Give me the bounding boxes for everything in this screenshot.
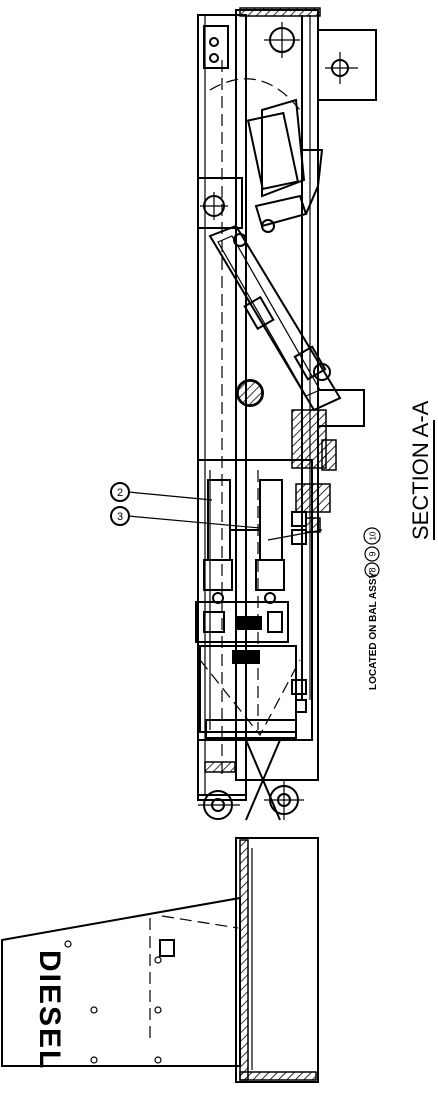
lift-arm xyxy=(197,739,281,821)
platform xyxy=(235,837,319,1083)
svg-text:SECTION A-A: SECTION A-A xyxy=(408,400,433,540)
bal-assy-note: LOCATED ON BAL ASSY 8 9 10 xyxy=(363,527,381,690)
top-pivots xyxy=(203,22,300,69)
svg-text:DIESEL: DIESEL xyxy=(33,950,66,1070)
section-title: SECTION A-A xyxy=(408,400,435,540)
lower-pivots xyxy=(198,780,304,820)
svg-text:2: 2 xyxy=(117,487,123,499)
svg-text:9: 9 xyxy=(368,551,378,556)
top-mount-plate xyxy=(317,29,377,101)
valve-block xyxy=(195,459,313,741)
svg-text:3: 3 xyxy=(117,511,123,523)
side-fittings xyxy=(291,511,307,713)
callout-balloon-3: 3 xyxy=(110,506,130,526)
svg-text:LOCATED ON BAL ASSY: LOCATED ON BAL ASSY xyxy=(368,572,379,690)
ramp-panel xyxy=(1,896,241,1067)
diesel-logo: DIESEL xyxy=(33,950,66,1070)
main-beam xyxy=(197,14,247,796)
hydraulic-cylinder xyxy=(208,194,342,412)
svg-text:8: 8 xyxy=(368,567,378,572)
center-pivot xyxy=(236,379,264,407)
callout-balloon-2: 2 xyxy=(110,482,130,502)
svg-text:10: 10 xyxy=(369,531,378,540)
pivot-bracket xyxy=(197,177,243,229)
callout-leaders xyxy=(127,491,323,541)
upper-link xyxy=(209,78,324,215)
